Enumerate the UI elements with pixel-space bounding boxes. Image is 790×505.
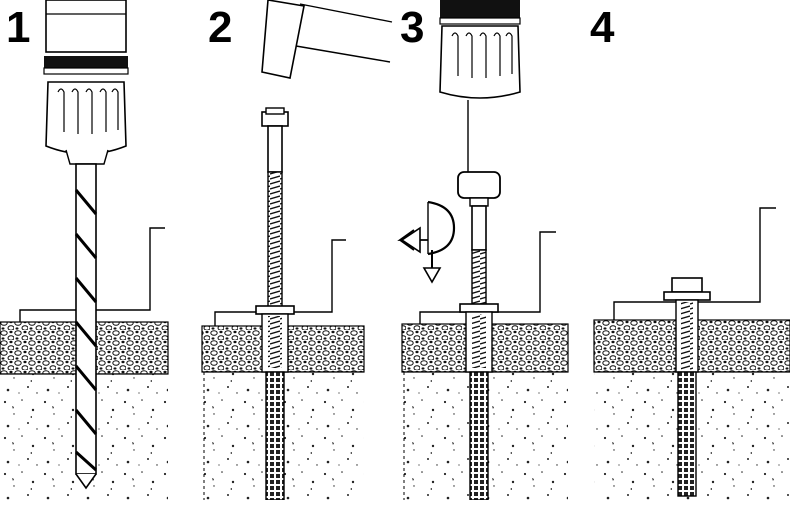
driver-chuck [439,0,521,172]
anchor-screw [261,107,289,309]
step-number-1: 1 [6,3,31,52]
panel-step-4 [593,207,790,500]
metal-profile [613,207,776,320]
step-number-4: 4 [590,3,615,52]
step-number-3: 3 [400,3,425,52]
panel-step-2 [201,0,393,501]
metal-profile [419,231,556,324]
metal-profile [19,227,165,322]
rotation-arrow-icon [397,200,456,284]
anchor-sleeve [459,303,499,501]
anchor-sleeve [255,305,295,501]
panel-step-3 [397,0,569,501]
step-number-2: 2 [208,3,233,52]
drill-hole [677,371,697,497]
anchor-screw [471,205,487,307]
drill-hole [469,371,489,501]
socket-adapter [457,171,501,207]
hammer [261,0,393,79]
drill-chuck [43,0,129,165]
panel-step-1 [0,0,169,500]
drill-hole [265,371,285,501]
drill-bit [74,163,98,490]
installed-anchor [663,277,711,497]
metal-profile [214,239,346,326]
